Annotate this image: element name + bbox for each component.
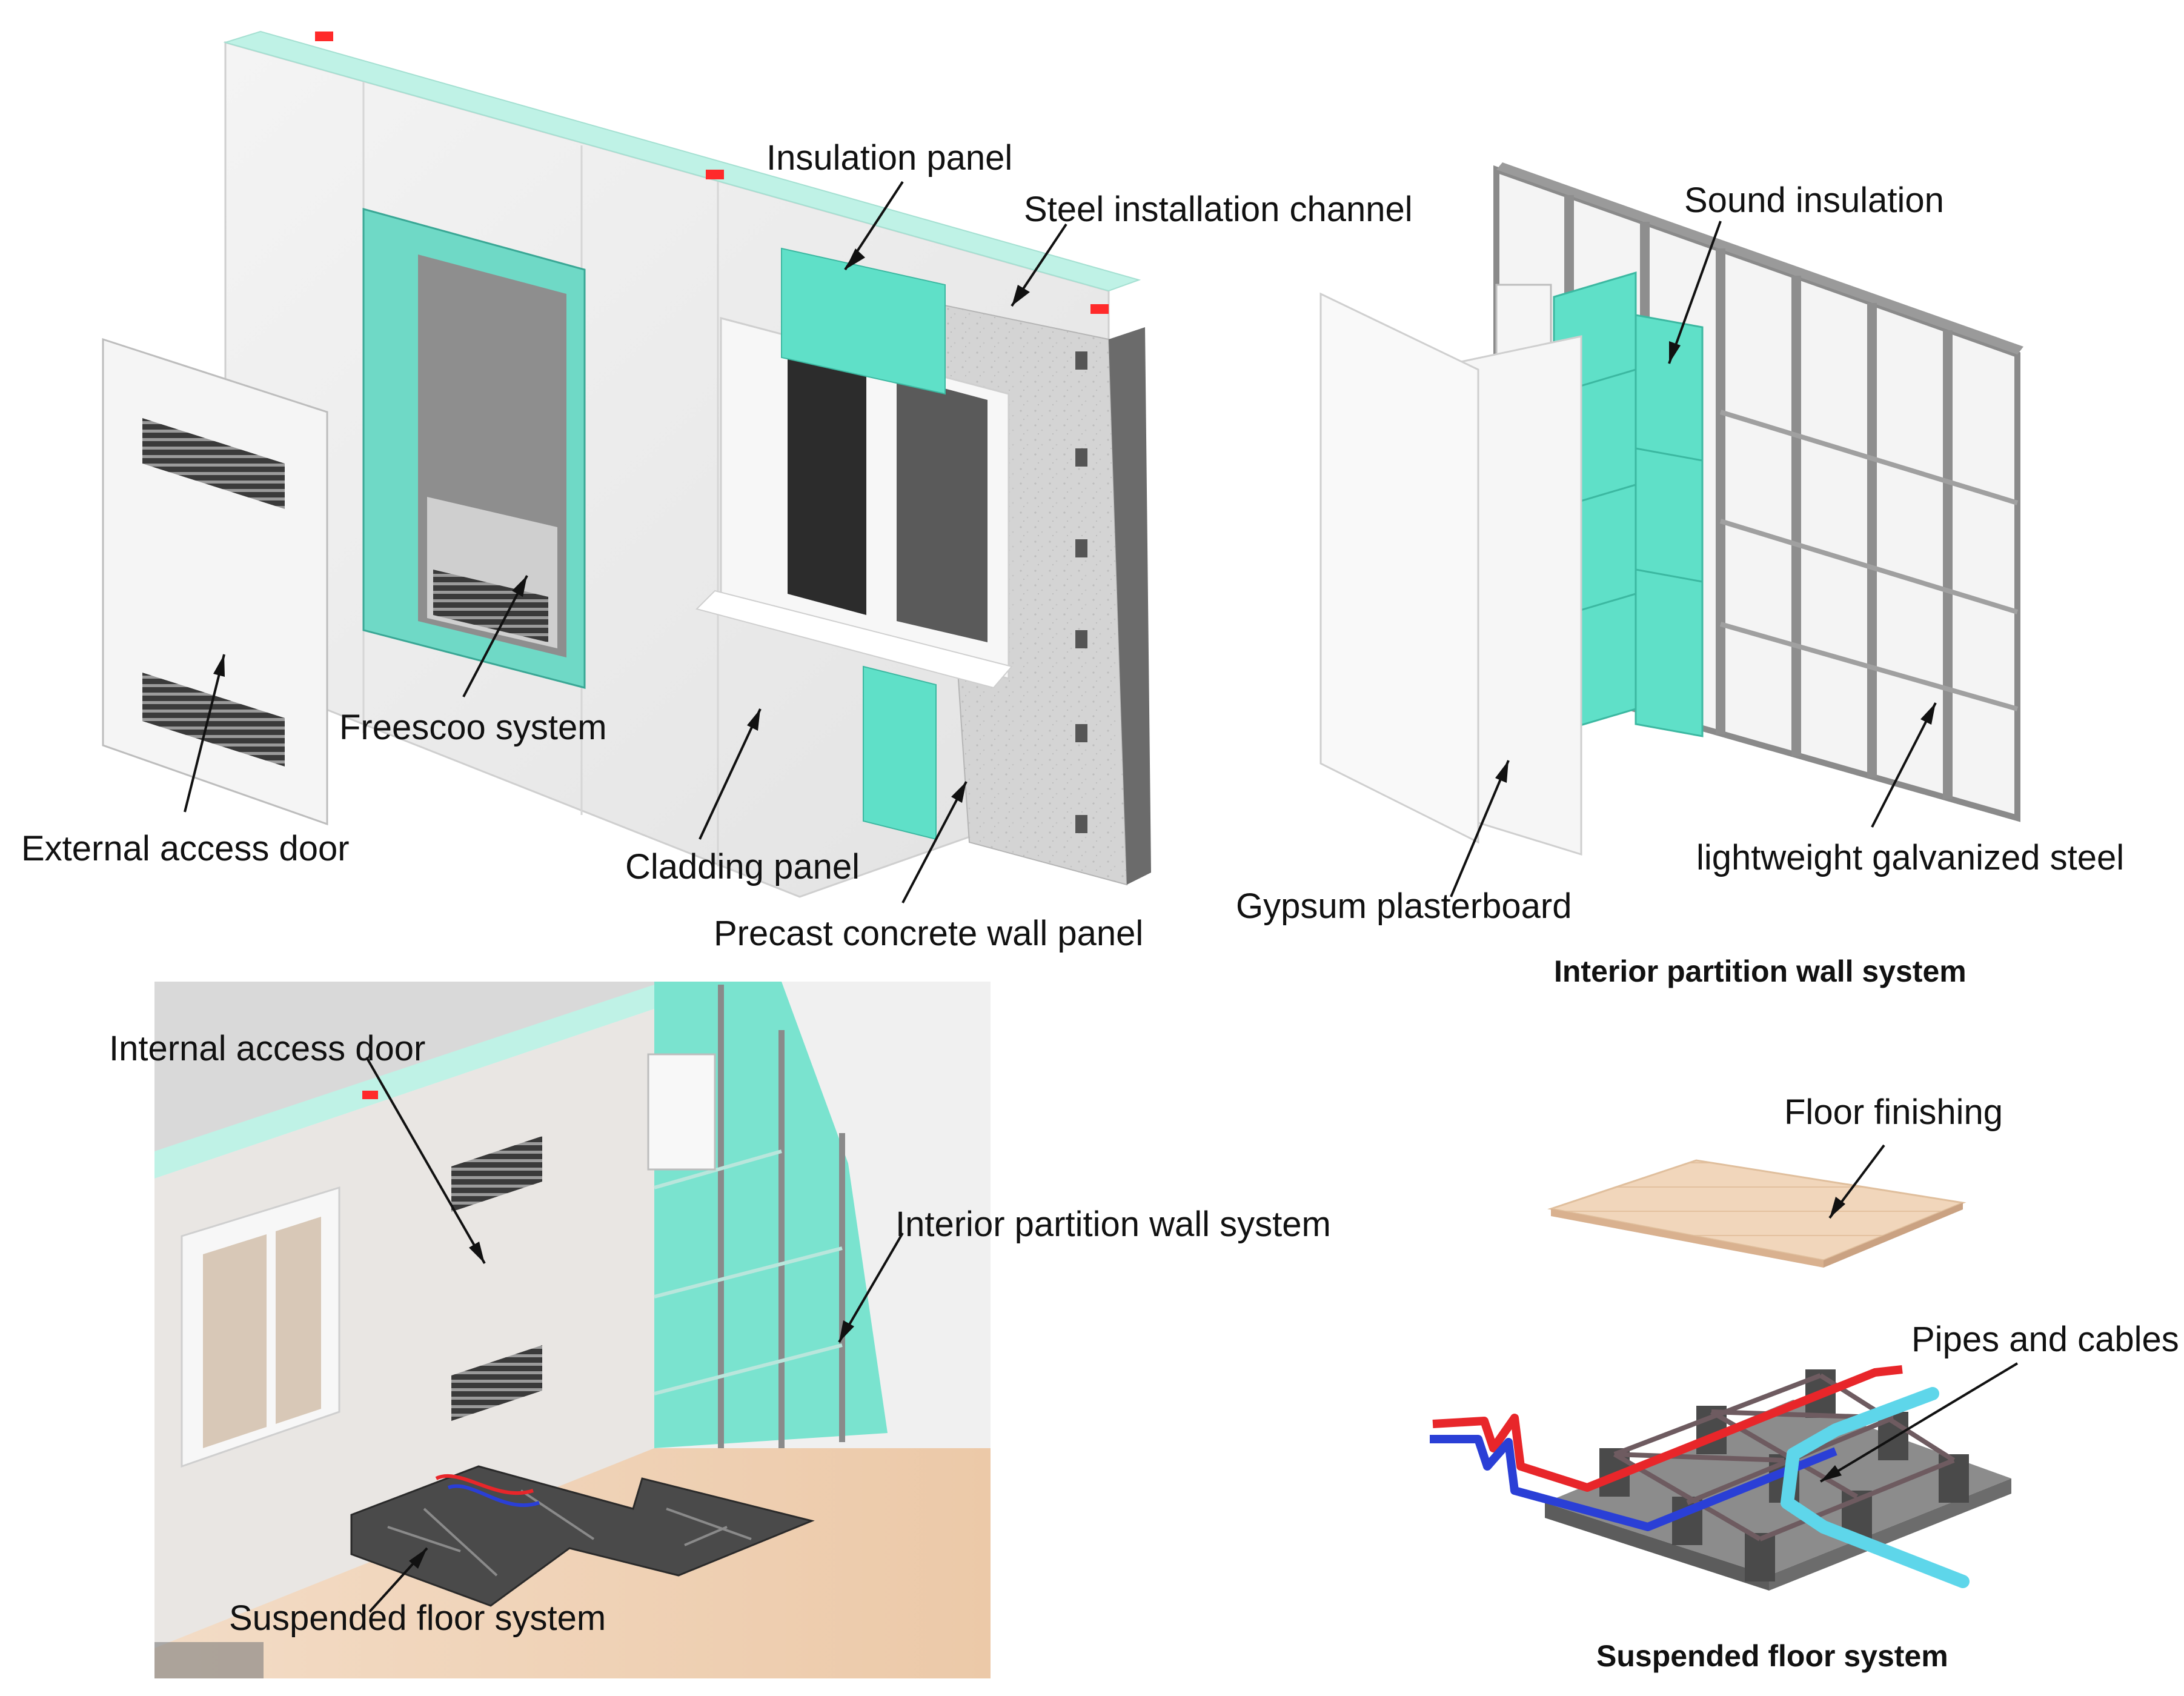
window-glass-left — [788, 345, 866, 615]
concrete-edge — [1109, 327, 1151, 885]
label-external-access-door: External access door — [21, 829, 350, 868]
door-louver-bottom — [142, 673, 285, 767]
insulation-panel — [781, 247, 946, 395]
window-sill — [695, 590, 1013, 689]
label-insulation-panel: Insulation panel — [766, 138, 1012, 178]
label-cladding-panel: Cladding panel — [625, 847, 860, 886]
label-sound-insulation: Sound insulation — [1684, 181, 1944, 220]
leaders-bottom-left — [365, 1057, 904, 1613]
external-access-door — [102, 338, 328, 826]
label-interior-partition-wall-system: Interior partition wall system — [895, 1205, 1331, 1244]
top-insulation-strip — [223, 30, 1141, 292]
caption-suspended-floor-system: Suspended floor system — [1596, 1639, 1948, 1673]
leaders-bottom-right — [1819, 1144, 2019, 1483]
caption-interior-partition-wall-system: Interior partition wall system — [1554, 954, 1967, 988]
internal-access-door-louver-bottom — [451, 1345, 542, 1421]
door-louver-top — [142, 418, 285, 509]
floor-finishing — [1547, 1159, 1967, 1262]
suspended-floor-opening — [350, 1465, 815, 1607]
label-floor-finishing: Floor finishing — [1784, 1092, 2003, 1132]
gypsum-board-front — [1319, 292, 1479, 844]
label-steel-installation-channel: Steel installation channel — [1024, 190, 1413, 229]
room-electrical-box — [647, 1053, 716, 1171]
leaders-top-right — [1450, 221, 1937, 897]
suspended-floor-assembly — [1430, 1159, 2011, 1591]
pipe-cyan — [1781, 1387, 1970, 1588]
freescoo-louver — [433, 570, 548, 642]
internal-access-door-louver-top — [451, 1136, 542, 1212]
interior-room-render — [154, 982, 991, 1678]
label-lightweight-galvanized-steel: lightweight galvanized steel — [1696, 838, 2124, 877]
label-internal-access-door: Internal access door — [109, 1029, 425, 1068]
label-suspended-floor-system: Suspended floor system — [229, 1598, 606, 1638]
label-freescoo-system: Freescoo system — [339, 708, 607, 747]
red-marker — [315, 32, 333, 41]
insulation-panel-lower — [863, 665, 937, 840]
window-glass-right — [897, 376, 987, 642]
steel-channel-brackets — [1075, 351, 1087, 833]
red-marker — [362, 1091, 378, 1099]
red-marker — [1090, 304, 1109, 314]
pipe-red — [1432, 1365, 1903, 1492]
room-floor — [154, 1448, 991, 1678]
label-gypsum-plasterboard: Gypsum plasterboard — [1236, 886, 1572, 926]
label-precast-concrete-wall-panel: Precast concrete wall panel — [714, 914, 1143, 953]
label-pipes-and-cables: Pipes and cables — [1911, 1320, 2179, 1359]
leaders-top-left — [184, 181, 1067, 903]
pipe-blue — [1430, 1435, 1837, 1531]
partition-wall-assembly — [1319, 162, 2023, 856]
exterior-wall-assembly — [102, 30, 1151, 898]
red-marker — [706, 170, 724, 179]
